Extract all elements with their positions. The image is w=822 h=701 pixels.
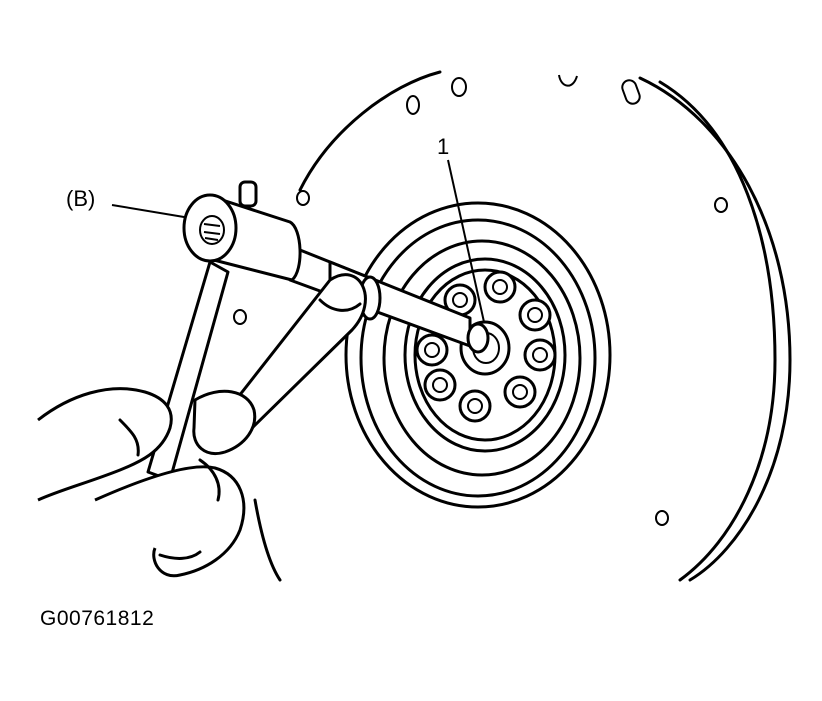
wrench-handles [146, 260, 367, 482]
tool-b-leader-line [111, 204, 191, 219]
part-1-callout: 1 [437, 134, 450, 159]
part-1-leader-line [447, 159, 485, 323]
tool-b-callout: (B) [66, 186, 96, 211]
figure-code: G00761812 [40, 607, 155, 630]
hub-assembly [344, 201, 612, 509]
hands [37, 387, 257, 578]
special-tool-b [182, 180, 490, 354]
flywheel-bolts [415, 270, 557, 423]
flywheel [233, 70, 792, 582]
